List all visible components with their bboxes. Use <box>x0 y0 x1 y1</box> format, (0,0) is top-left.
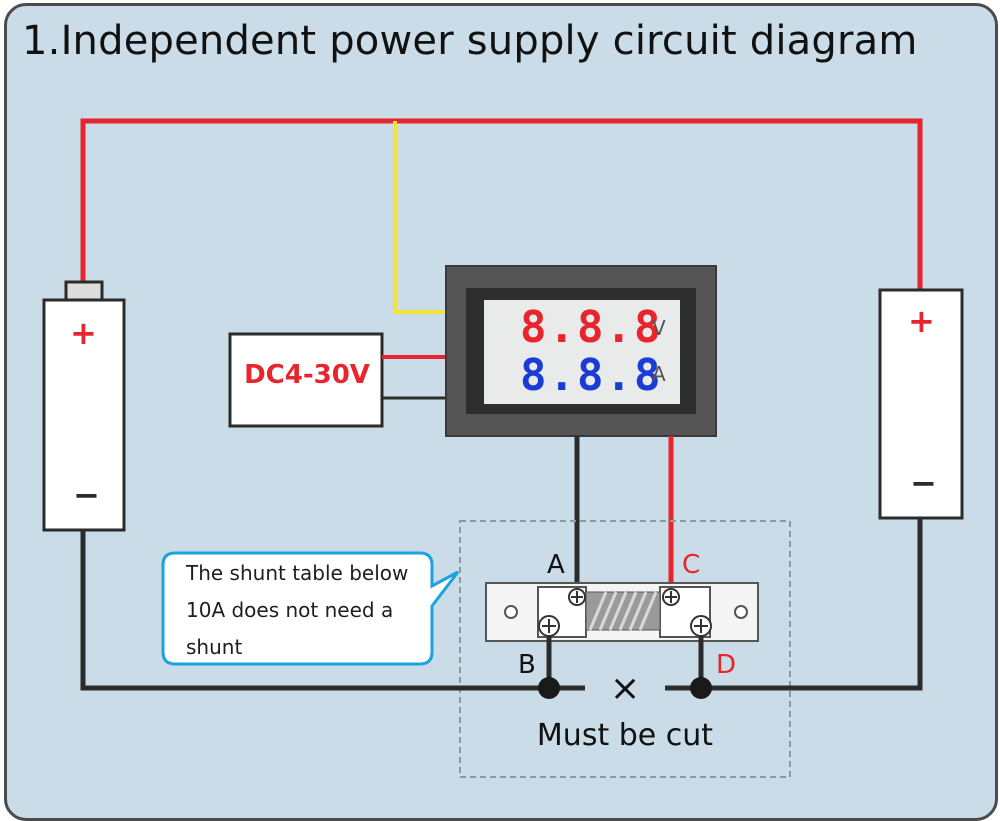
dc-supply-box <box>228 332 384 428</box>
cut-mark: × <box>610 668 641 709</box>
shunt-mount-hole-right <box>734 605 748 619</box>
screw-c <box>662 588 680 606</box>
cut-label: Must be cut <box>536 718 714 753</box>
terminal-b-label: B <box>518 650 536 680</box>
voltage-reading: 8.8.8 <box>520 302 663 353</box>
callout-bubble <box>161 551 460 666</box>
left-battery-plus: + <box>70 314 97 352</box>
callout-note: The shunt table below 10A does not need … <box>186 561 409 659</box>
black-wire-right <box>665 518 923 691</box>
screw-d <box>690 615 712 637</box>
red-wire-top <box>80 118 923 290</box>
black-wire-left <box>80 530 585 691</box>
voltage-unit: V <box>652 316 666 340</box>
screw-b <box>538 615 560 637</box>
right-battery-minus: − <box>910 464 937 502</box>
yellow-wire <box>393 121 448 314</box>
meter-screen <box>484 300 680 404</box>
terminal-c-label: C <box>682 550 701 580</box>
current-reading: 8.8.8 <box>520 350 663 401</box>
right-battery-plus: + <box>908 302 935 340</box>
left-battery <box>42 298 126 532</box>
diagram-title: 1.Independent power supply circuit diagr… <box>22 18 918 64</box>
terminal-a-label: A <box>547 550 565 580</box>
junction-d <box>690 677 712 699</box>
shunt-area <box>459 520 791 778</box>
screw-a <box>568 588 586 606</box>
current-unit: A <box>652 362 666 386</box>
shunt-mount-hole-left <box>504 605 518 619</box>
junction-b <box>538 677 560 699</box>
left-battery-cap <box>64 280 104 302</box>
terminal-d-label: D <box>716 650 737 680</box>
left-battery-minus: − <box>73 476 100 514</box>
supply-label: DC4-30V <box>244 360 370 390</box>
